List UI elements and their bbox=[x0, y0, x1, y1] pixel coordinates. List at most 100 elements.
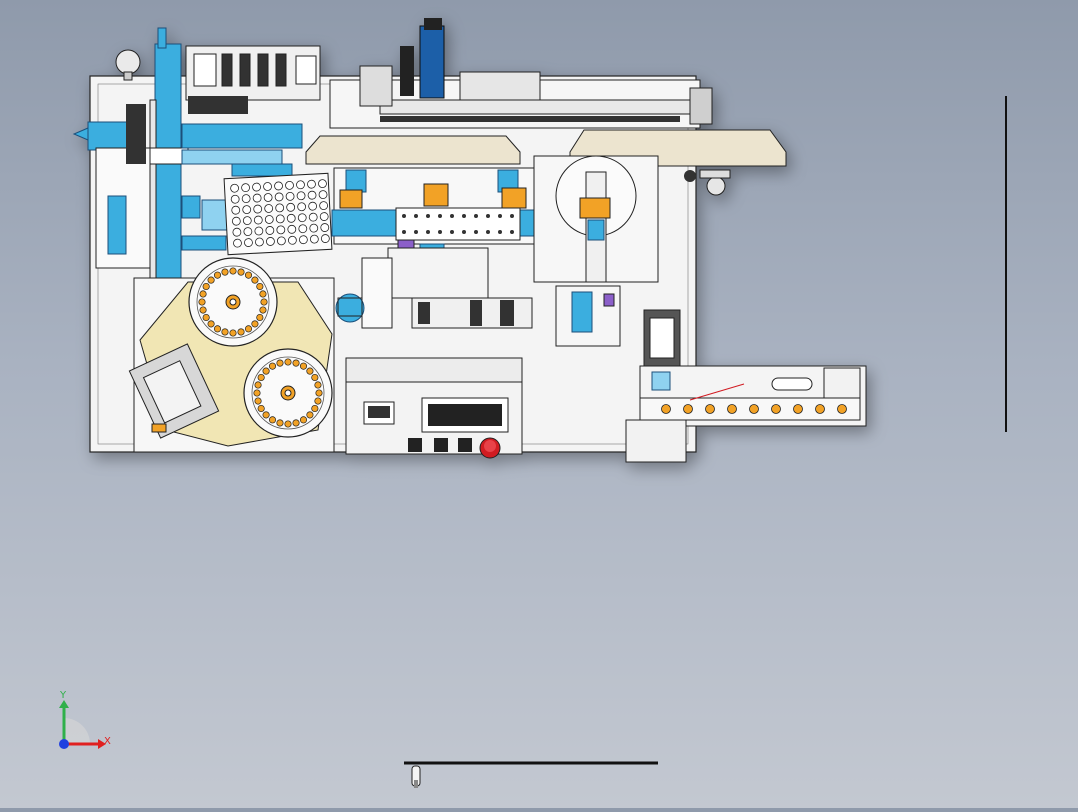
carousel-well bbox=[237, 268, 245, 276]
blue-gantry-slide bbox=[231, 163, 293, 177]
rack-hole bbox=[309, 234, 319, 244]
rack-hole bbox=[241, 194, 251, 204]
bolt bbox=[474, 214, 478, 218]
display-large-screen bbox=[428, 404, 502, 426]
panel-button-2[interactable] bbox=[434, 438, 448, 452]
carousel-well bbox=[268, 416, 277, 424]
conveyor-tube bbox=[705, 404, 715, 414]
bolt bbox=[438, 214, 442, 218]
rack-hole bbox=[297, 202, 307, 212]
left-cabinet-dark bbox=[126, 104, 146, 164]
conveyor-lower-bracket bbox=[625, 419, 687, 463]
carousel-well bbox=[198, 298, 206, 306]
carousel-well bbox=[306, 411, 314, 419]
right-purple bbox=[603, 293, 615, 307]
carousel-well bbox=[256, 313, 264, 322]
conveyor-tube bbox=[815, 404, 825, 414]
carousel-well bbox=[221, 328, 229, 336]
panel-button-3[interactable] bbox=[458, 438, 472, 452]
carousel-well bbox=[262, 411, 270, 419]
bolt bbox=[450, 230, 454, 234]
rack-hole bbox=[307, 179, 316, 189]
rack-hole bbox=[275, 214, 285, 224]
rack-hole bbox=[231, 205, 241, 215]
panel-button-1[interactable] bbox=[408, 438, 422, 452]
rear-beam-rail-dark bbox=[380, 116, 680, 122]
conveyor-tube bbox=[837, 404, 847, 414]
rack-hole bbox=[274, 192, 284, 202]
bolt bbox=[498, 214, 502, 218]
carousel-well bbox=[284, 420, 292, 428]
fan-grille bbox=[337, 297, 363, 317]
rack-hole bbox=[308, 201, 318, 211]
bolt bbox=[462, 230, 466, 234]
carousel-well bbox=[202, 282, 210, 291]
rotary-gripper bbox=[579, 197, 611, 219]
orange-gripper-1 bbox=[339, 189, 363, 209]
rear-beam-rail bbox=[379, 99, 701, 115]
coordinate-triad-icon[interactable]: X Y bbox=[59, 690, 111, 749]
blue-cube-left bbox=[345, 169, 367, 193]
rack-hole bbox=[244, 238, 253, 247]
center-lower-housing bbox=[387, 247, 489, 299]
carousel-well bbox=[244, 271, 253, 279]
carousel-well bbox=[254, 381, 262, 389]
carousel-well bbox=[257, 373, 265, 382]
conveyor-slot bbox=[771, 377, 813, 391]
bolt bbox=[426, 214, 430, 218]
rack-hole bbox=[287, 224, 297, 234]
rack-hole bbox=[318, 190, 328, 200]
orange-gripper-3 bbox=[501, 187, 527, 209]
bolt bbox=[486, 214, 490, 218]
bolt bbox=[402, 230, 406, 234]
blue-block-b bbox=[201, 199, 229, 231]
blue-gantry-lower bbox=[181, 149, 283, 165]
carousel-well bbox=[254, 397, 262, 405]
rack-hole bbox=[241, 183, 250, 193]
rack-hole bbox=[296, 180, 305, 190]
left-column-rail bbox=[149, 99, 157, 281]
left-blue-column bbox=[154, 43, 182, 289]
left-nozzle-body bbox=[87, 121, 129, 151]
conveyor-tube bbox=[727, 404, 737, 414]
bolt bbox=[426, 230, 430, 234]
camera-mount bbox=[419, 25, 445, 99]
bolt bbox=[486, 230, 490, 234]
rack-hole bbox=[264, 215, 274, 224]
machine-assembly[interactable] bbox=[72, 18, 867, 463]
blue-block-a bbox=[181, 195, 201, 219]
carousel-well bbox=[251, 276, 259, 284]
conveyor-tubes bbox=[661, 404, 847, 414]
rack-hole bbox=[264, 204, 274, 213]
rack-hole bbox=[274, 181, 283, 191]
rack-hole bbox=[230, 194, 240, 204]
carousel-well bbox=[259, 306, 267, 314]
emergency-stop-icon[interactable] bbox=[479, 437, 501, 459]
rack-hole bbox=[276, 225, 286, 235]
carousel-well bbox=[256, 282, 264, 291]
carousel-well bbox=[213, 271, 222, 279]
rack-hole bbox=[254, 226, 264, 236]
carousel-well bbox=[260, 298, 268, 306]
rack-hole bbox=[319, 212, 329, 221]
rack-hole bbox=[296, 191, 306, 201]
conveyor-tube bbox=[749, 404, 759, 414]
carousel-well bbox=[276, 419, 284, 427]
control-panel-bezel bbox=[345, 357, 523, 383]
rack-hole bbox=[297, 213, 307, 223]
rack-hole bbox=[232, 227, 242, 237]
gauge-stem bbox=[123, 71, 133, 81]
carousel-well bbox=[253, 389, 261, 397]
carousel-well bbox=[306, 367, 314, 375]
conveyor-tube bbox=[793, 404, 803, 414]
cover-plate-left bbox=[305, 135, 521, 165]
dark-carriage bbox=[188, 96, 248, 114]
rack-hole bbox=[265, 226, 275, 235]
orange-switch bbox=[151, 423, 167, 433]
bolt bbox=[402, 214, 406, 218]
rack-hole bbox=[252, 193, 262, 203]
carousel-well bbox=[268, 362, 277, 370]
rack-hole bbox=[309, 223, 319, 233]
